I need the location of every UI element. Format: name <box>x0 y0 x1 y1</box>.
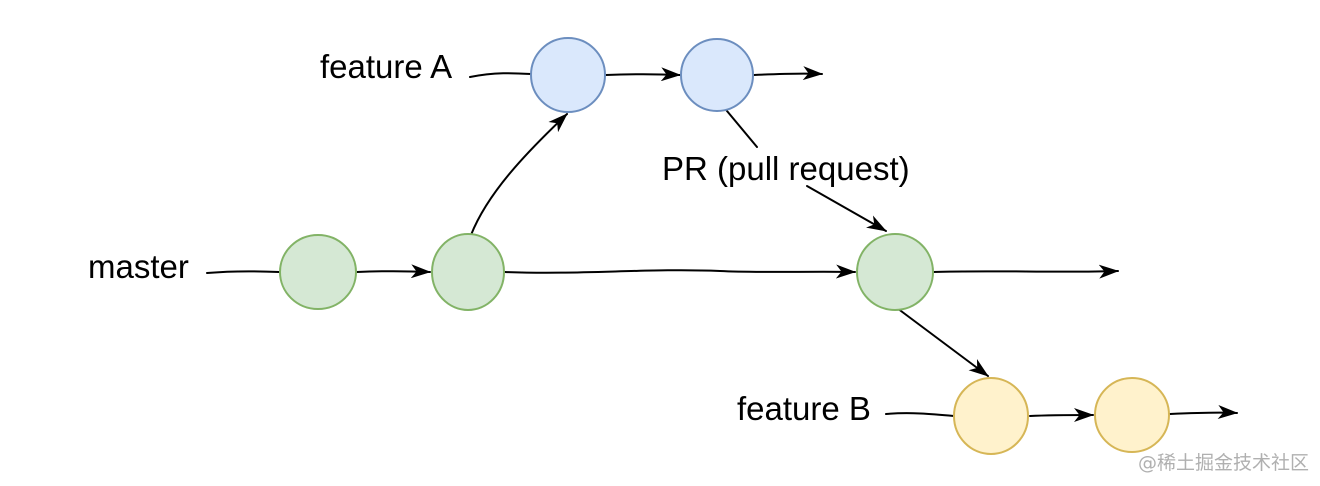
commit-nodes <box>279 37 1170 455</box>
edge-feature-b-commit1-to-commit2 <box>1029 408 1094 423</box>
edges <box>206 66 1238 423</box>
commit-node-master-3 <box>856 233 934 311</box>
commit-node-master-2 <box>431 233 505 311</box>
commit-node-feature-b-2 <box>1094 377 1170 453</box>
edge-branch-master-to-feature-b <box>896 307 989 377</box>
edge-feature-a-commit2-continue-arrow <box>753 66 823 81</box>
labels: feature A master PR (pull request) featu… <box>88 48 1309 474</box>
commit-node-feature-a-2 <box>680 38 754 112</box>
juejin-watermark: @稀土掘金技术社区 <box>1138 452 1309 474</box>
edge-master-label-to-commit1 <box>206 270 280 274</box>
edge-feature-b-commit2-continue-arrow <box>1169 405 1238 420</box>
master-label: master <box>88 248 189 285</box>
edge-feature-a-commit1-to-commit2 <box>605 67 681 82</box>
edge-branch-master-to-feature-a <box>470 113 568 236</box>
edge-feature-b-label-to-commit1 <box>885 412 955 417</box>
feature-a-label: feature A <box>320 48 452 85</box>
edge-pr-label-to-master-commit3 <box>806 185 887 232</box>
commit-node-master-1 <box>279 234 357 310</box>
edge-master-commit1-to-commit2 <box>356 264 431 279</box>
edge-feature-a-commit2-to-pr-label <box>721 104 758 148</box>
commit-node-feature-b-1 <box>953 377 1029 455</box>
commit-node-feature-a-1 <box>530 37 606 113</box>
edge-master-commit3-continue-arrow <box>932 264 1119 279</box>
pr-label: PR (pull request) <box>662 150 910 187</box>
edge-master-commit2-to-commit3 <box>504 264 856 279</box>
feature-b-label: feature B <box>737 390 871 427</box>
edge-feature-a-label-to-commit1 <box>469 72 532 78</box>
